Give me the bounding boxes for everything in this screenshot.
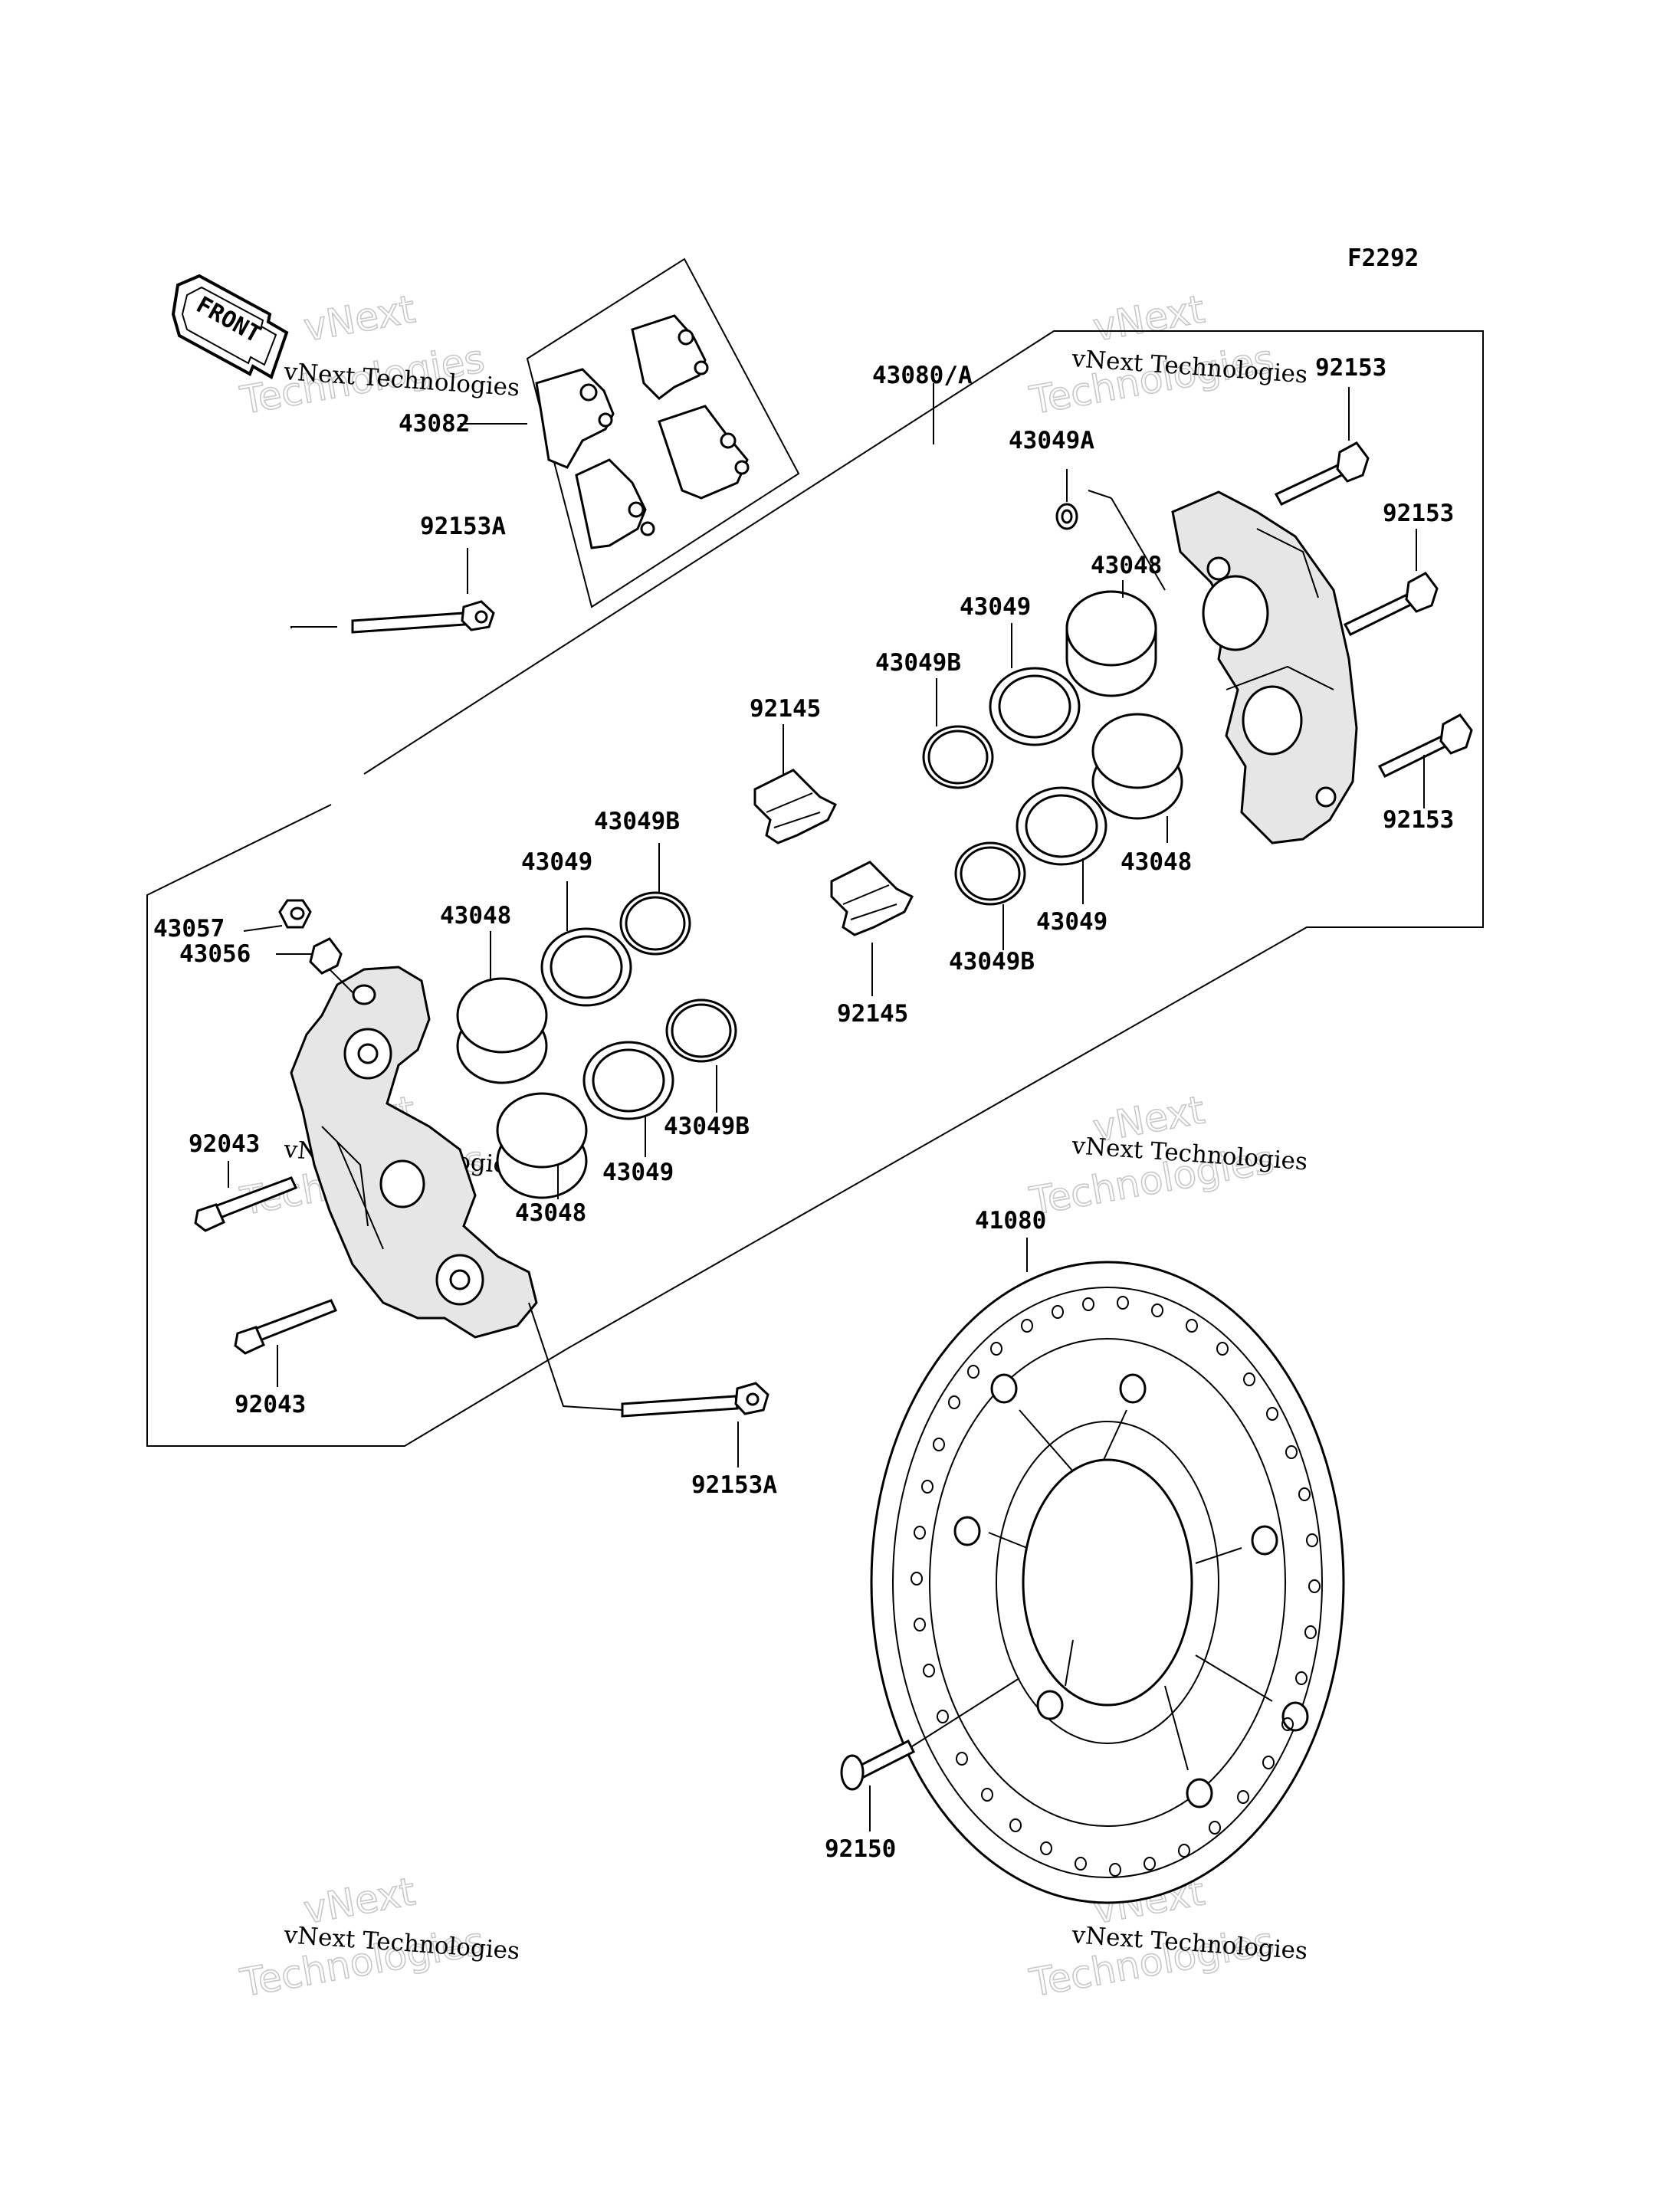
brake-pad-box (526, 257, 800, 608)
label-92150: 92150 (825, 1835, 896, 1863)
seal-43049b-r2 (954, 841, 1026, 906)
label-43049b-r2: 43049B (949, 948, 1035, 976)
bolt-92153a-top (351, 600, 495, 634)
piston-43048-l2 (496, 1092, 588, 1199)
figure-code: F2292 (1347, 244, 1419, 272)
label-43049-r1: 43049 (960, 593, 1031, 621)
piston-43048-r1 (1065, 590, 1157, 697)
label-43056: 43056 (179, 940, 251, 968)
label-92153-top: 92153 (1315, 354, 1386, 382)
brake-pad-1 (535, 368, 615, 469)
label-92043-top: 92043 (189, 1130, 260, 1158)
bolt-92043-bot (234, 1299, 338, 1355)
watermark-top-right: vNext Technologies vNext Technologies (1025, 287, 1308, 424)
label-43080a: 43080/A (872, 362, 973, 389)
seal-43049-l1 (540, 927, 632, 1007)
bolt-92153-mid (1343, 572, 1439, 636)
front-arrow-icon: FRONT (171, 274, 289, 379)
label-43048-l1: 43048 (440, 902, 511, 930)
label-43057: 43057 (153, 915, 225, 943)
label-43048-r2: 43048 (1121, 848, 1192, 876)
svg-text:vNext: vNext (300, 287, 418, 349)
seal-43049-l2 (582, 1041, 674, 1120)
brake-pad-3 (575, 458, 655, 549)
label-43048-l2: 43048 (515, 1199, 586, 1227)
watermark-middle-right: vNext Technologies vNext Technologies (1025, 1087, 1308, 1225)
bolt-92043-top (194, 1176, 298, 1232)
seal-43049-r1 (989, 667, 1081, 746)
label-92153-mid: 92153 (1383, 500, 1454, 527)
label-43049-l1: 43049 (521, 848, 592, 876)
label-92145-top: 92145 (750, 695, 821, 723)
label-43049b-l1: 43049B (594, 808, 680, 835)
label-43048-r1: 43048 (1091, 552, 1162, 579)
brake-pad-2 (631, 314, 709, 400)
pad-spring-92145-top (753, 769, 838, 844)
bleeder-cap-43057 (278, 899, 312, 929)
label-92153-low: 92153 (1383, 806, 1454, 834)
label-92153a-top: 92153A (420, 513, 506, 540)
label-43049-l2: 43049 (602, 1159, 674, 1186)
label-92043-bot: 92043 (235, 1391, 306, 1418)
label-43049a: 43049A (1009, 427, 1094, 454)
label-43049-r2: 43049 (1036, 908, 1107, 936)
bolt-92153-top (1274, 441, 1370, 506)
label-43049b-r1: 43049B (875, 649, 961, 677)
brake-pad-4 (658, 405, 750, 500)
seal-43049-r2 (1016, 786, 1107, 866)
disc-holes (911, 1296, 1321, 1877)
label-92145-bot: 92145 (837, 1000, 908, 1028)
bleeder-valve-43056 (309, 937, 353, 993)
piston-43048-r2 (1091, 713, 1183, 820)
disc-bolt-92150 (840, 1739, 916, 1791)
part-43049a-seal (1055, 503, 1078, 530)
assembly-outline (363, 330, 1484, 1349)
label-92153a-bot: 92153A (691, 1471, 777, 1499)
brake-disc-41080 (870, 1261, 1345, 1904)
label-43049b-l2: 43049B (664, 1113, 750, 1140)
right-caliper-body (1171, 490, 1358, 844)
pad-spring-92145-bot (830, 861, 914, 936)
left-caliper-outline (146, 804, 568, 1447)
seal-43049b-r1 (922, 725, 994, 789)
seal-43049b-l2 (665, 998, 737, 1063)
svg-text:vNext: vNext (1090, 287, 1208, 349)
label-43082: 43082 (399, 410, 470, 438)
bolt-92153-low (1377, 713, 1473, 778)
piston-43048-l1 (456, 977, 548, 1084)
label-41080: 41080 (975, 1207, 1046, 1235)
seal-43049b-l1 (619, 891, 691, 956)
bolt-92153a-bot (621, 1382, 769, 1418)
left-caliper-body (290, 966, 538, 1339)
watermark-bottom-left: vNext Technologies vNext Technologies (236, 1869, 520, 2006)
